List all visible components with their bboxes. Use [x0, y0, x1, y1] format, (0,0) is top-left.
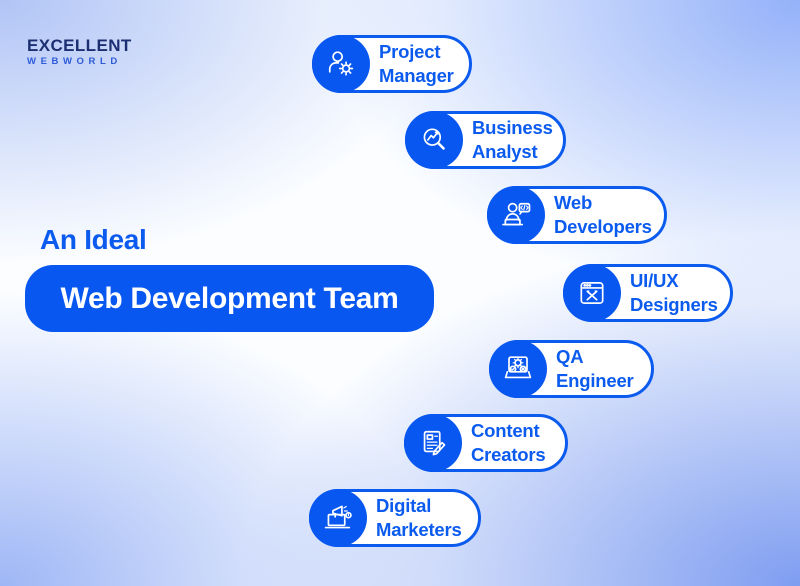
badge-content-creators: Content Creators [404, 414, 568, 472]
badge-project-manager: Project Manager [312, 35, 472, 93]
badge-digital-marketers: Digital Marketers [309, 489, 481, 547]
role-label: QA Engineer [556, 346, 634, 391]
role-label: Digital Marketers [376, 495, 462, 540]
developer-laptop-icon [487, 186, 545, 244]
person-gear-icon [312, 35, 370, 93]
design-tools-icon [563, 264, 621, 322]
role-label: Business Analyst [472, 117, 553, 162]
badge-uiux-designers: UI/UX Designers [563, 264, 733, 322]
content-edit-icon [404, 414, 462, 472]
logo-wordmark: EXCELLENT [27, 36, 132, 55]
badge-qa-engineer: QA Engineer [489, 340, 654, 398]
magnifier-chart-icon [405, 111, 463, 169]
role-label: Web Developers [554, 192, 652, 237]
logo-subtitle: WEBWORLD [27, 56, 122, 67]
role-label: Project Manager [379, 41, 454, 86]
title-lead-in: An Ideal [40, 224, 147, 255]
title-banner: Web Development Team [25, 265, 434, 332]
role-label: UI/UX Designers [630, 270, 718, 315]
badge-web-developers: Web Developers [487, 186, 667, 244]
page-title: Web Development Team [60, 281, 399, 315]
logo: EXCELLENT WEBWORLD [27, 37, 132, 67]
role-label: Content Creators [471, 420, 546, 465]
badge-business-analyst: Business Analyst [405, 111, 566, 169]
qa-gear-laptop-icon [489, 340, 547, 398]
megaphone-laptop-icon [309, 489, 367, 547]
